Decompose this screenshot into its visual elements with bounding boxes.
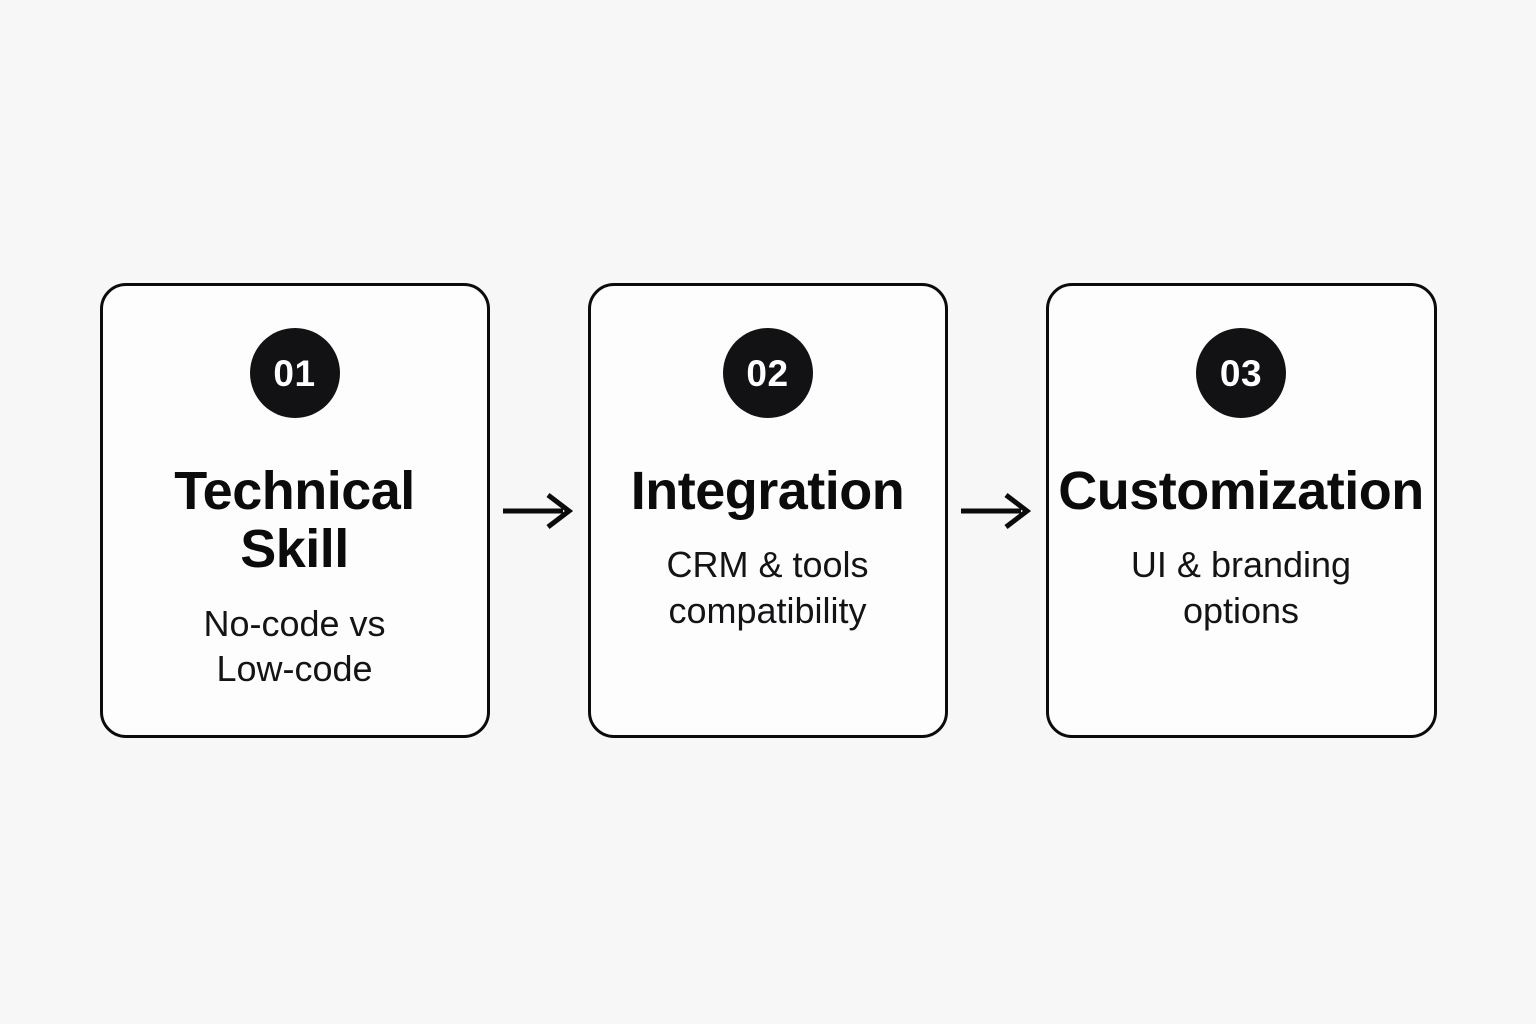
step-title-1: Technical Skill (174, 461, 415, 580)
step-title-3: Customization (1058, 461, 1424, 521)
connector-arrow-2 (948, 283, 1046, 738)
step-number-label-3: 03 (1219, 352, 1263, 394)
step-title-2: Integration (630, 461, 905, 521)
process-step-card-2[interactable]: 02 Integration CRM & tools compatibility (587, 283, 948, 738)
connector-arrow-1 (490, 283, 588, 738)
process-step-card-1[interactable]: 01 Technical Skill No-code vs Low-code (99, 283, 490, 738)
process-flow-row: 01 Technical Skill No-code vs Low-code 0… (0, 283, 1536, 738)
step-subtitle-1: No-code vs Low-code (203, 602, 386, 689)
arrow-right-icon (959, 490, 1035, 532)
step-number-badge-3: 03 (1196, 328, 1286, 418)
step-subtitle-2: CRM & tools compatibility (666, 544, 869, 631)
step-number-label-2: 02 (746, 352, 789, 394)
step-number-badge-1: 01 (249, 328, 340, 418)
step-number-label-1: 01 (273, 352, 316, 394)
process-step-card-3[interactable]: 03 Customization UI & branding options (1045, 283, 1437, 738)
step-subtitle-3: UI & branding options (1130, 544, 1352, 631)
arrow-right-icon (501, 490, 577, 532)
step-number-badge-2: 02 (722, 328, 813, 418)
